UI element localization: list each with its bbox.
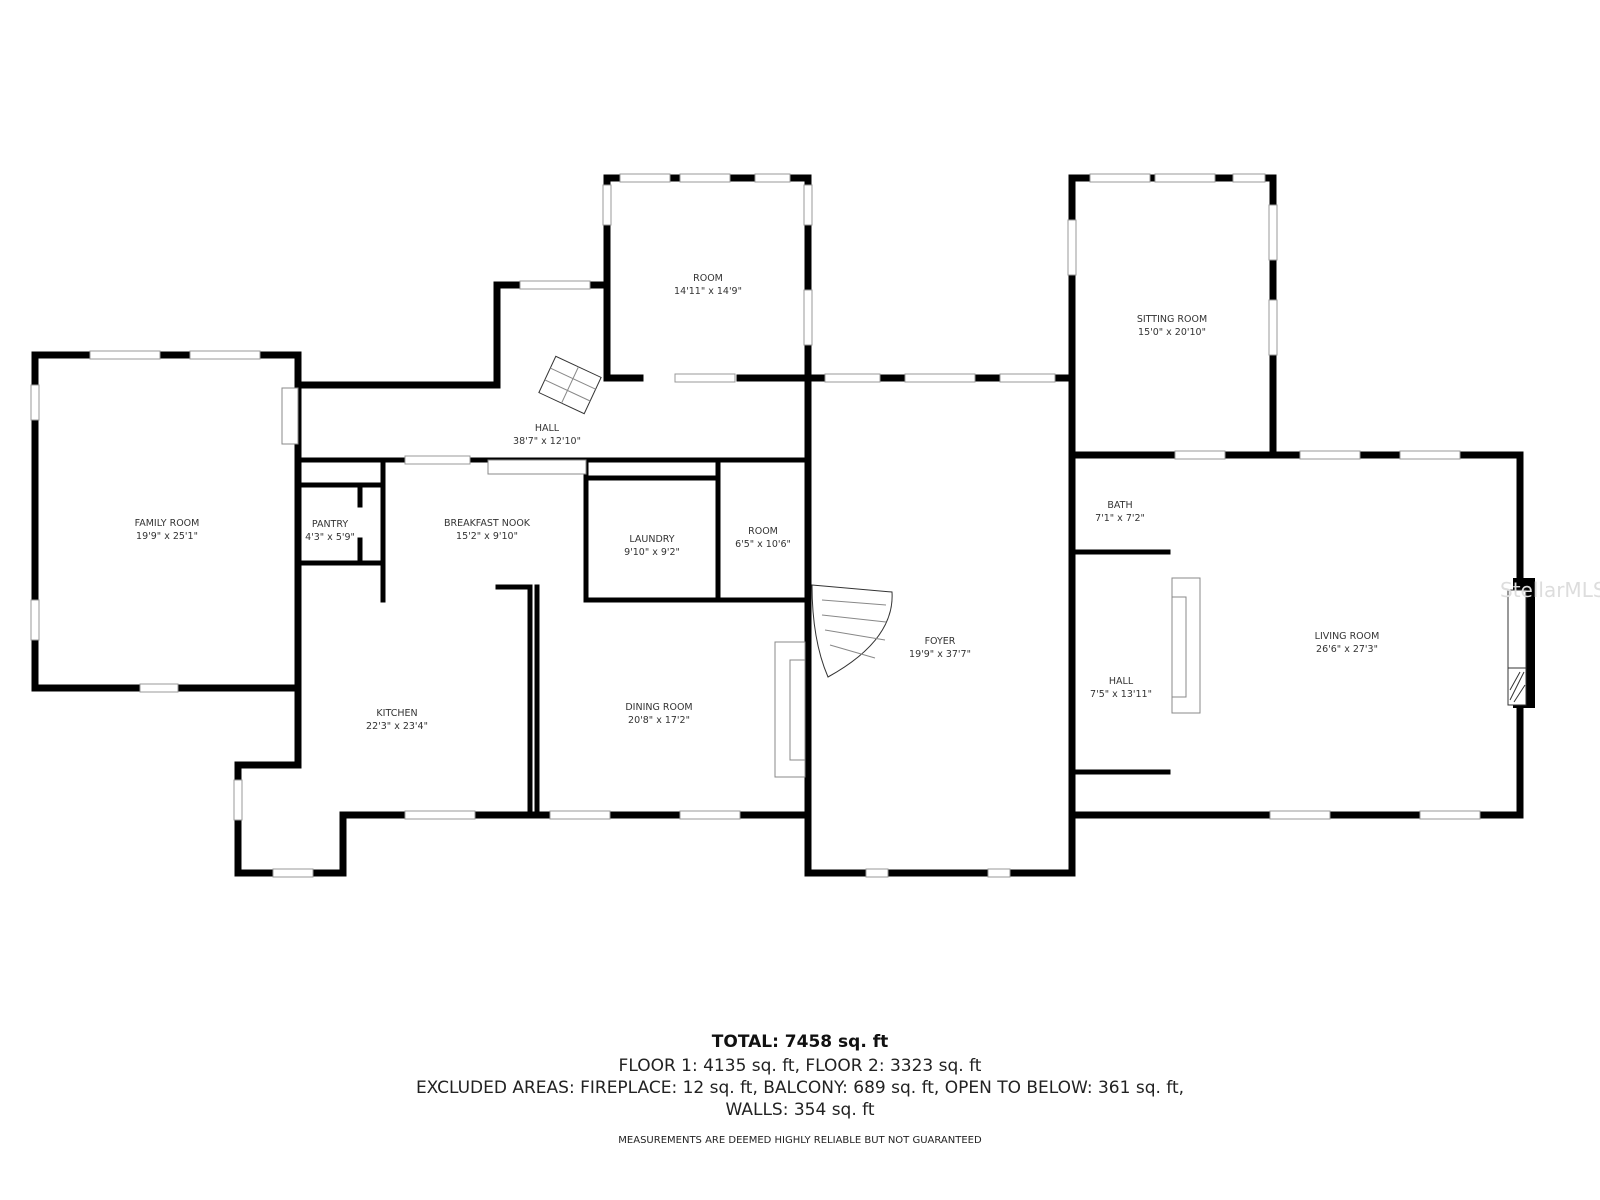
openings [281,387,1201,778]
staircase-icon [538,355,893,678]
total-area: TOTAL: 7458 sq. ft [711,1032,889,1052]
watermark: StellarMLS [1500,578,1600,602]
floor-areas: FLOOR 1: 4135 sq. ft, FLOOR 2: 3323 sq. … [618,1056,982,1076]
windows [30,173,1481,878]
disclaimer: MEASUREMENTS ARE DEEMED HIGHLY RELIABLE … [618,1135,982,1146]
fireplace-icon [1507,578,1535,708]
excluded-areas: EXCLUDED AREAS: FIREPLACE: 12 sq. ft, BA… [415,1078,1185,1098]
walls-area: WALLS: 354 sq. ft [725,1100,875,1120]
interior-walls [295,457,1171,818]
